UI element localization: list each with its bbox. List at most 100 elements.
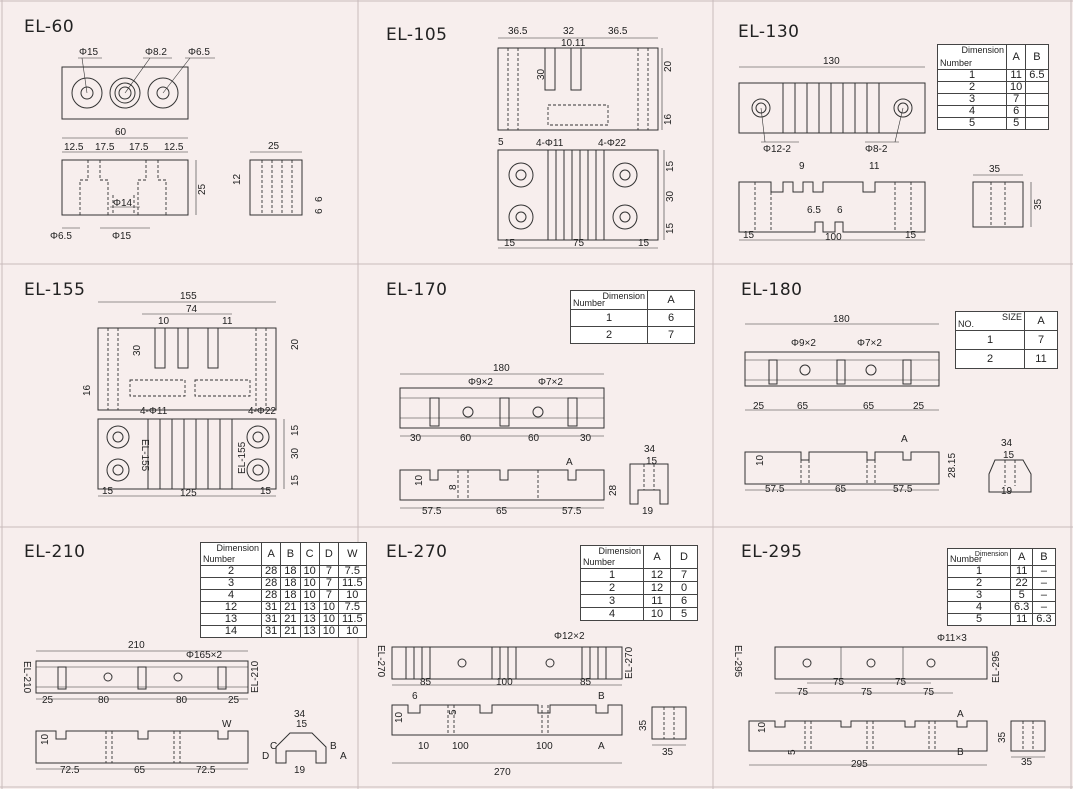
drawing-el105: 36.5 32 36.5 10.11 30 20 16 5 4-Φ11 4-Φ2…	[497, 26, 676, 249]
title-el170: EL-170	[386, 280, 448, 300]
el180-length: 180	[833, 314, 850, 325]
el60-side-h: 12	[232, 173, 243, 185]
el180-b3: 57.5	[893, 484, 913, 495]
el60-height: 25	[197, 183, 208, 195]
el105-d5: 5	[498, 137, 504, 148]
el180-end-19: 19	[1001, 486, 1013, 497]
title-el60: EL-60	[24, 17, 75, 37]
el60-hole-3: Φ6.5	[188, 47, 210, 58]
el210-b: B	[330, 741, 337, 752]
el180-seg-2: 65	[797, 401, 809, 412]
el295-seg-3: 75	[797, 687, 809, 698]
el155-length: 155	[180, 291, 197, 302]
el60-seg-1: 12.5	[64, 142, 84, 153]
el270-side-w: 35	[662, 747, 674, 758]
el155-b15a: 15	[102, 486, 114, 497]
el170-seg-3: 60	[528, 433, 540, 444]
el170-end-15: 15	[646, 456, 658, 467]
el130-side-w: 35	[989, 164, 1001, 175]
el155-b125: 125	[180, 488, 197, 499]
el130-table-h2: Number	[940, 58, 973, 68]
el295-mark-left: EL-295	[732, 645, 743, 678]
el270-a: A	[598, 741, 605, 752]
el170-seg-2: 60	[460, 433, 472, 444]
el60-inner: Φ14	[113, 198, 133, 209]
title-el130: EL-130	[738, 22, 800, 42]
drawing-el295: Φ11×3 EL-295 EL-295 75 75 75 75 75 A 10 …	[732, 633, 1046, 770]
el60-side-6a: 6	[314, 196, 325, 202]
title-el180: EL-180	[741, 280, 803, 300]
el270-seg-3: 85	[580, 677, 592, 688]
el295-side-h: 35	[997, 731, 1008, 743]
el60-side-width: 25	[268, 141, 280, 152]
el295-a: A	[957, 709, 964, 720]
el170-h2: Φ7×2	[538, 377, 563, 388]
el60-seg-4: 12.5	[164, 142, 184, 153]
el180-table-header: SIZE NO.	[955, 311, 1025, 331]
title-el105: EL-105	[386, 25, 448, 45]
drawing-el170: 180 Φ9×2 Φ7×2 30 60 60 30 10 8 A 28 57.5…	[399, 363, 669, 517]
el270-seg-2: 100	[496, 677, 513, 688]
drawing-el155: 155 74 10 11 30 20 16 4-Φ11 4-Φ22 EL-155…	[82, 291, 301, 499]
el130-length: 130	[823, 56, 840, 67]
el155-h2: 4-Φ22	[248, 406, 276, 417]
el170-h1: Φ9×2	[468, 377, 493, 388]
el210-a: A	[340, 751, 347, 762]
el105-b15a: 15	[504, 238, 516, 249]
el210-mark-left: EL-210	[21, 661, 32, 694]
el170-d8: 8	[448, 484, 459, 490]
el155-r30: 30	[290, 447, 301, 459]
el105-slot: 10.11	[561, 38, 586, 49]
el155-r15b: 15	[290, 474, 301, 486]
el60-seg-2: 17.5	[95, 142, 115, 153]
el130-h1: Φ12-2	[763, 144, 791, 155]
el155-r15a: 15	[290, 424, 301, 436]
el295-seg-1: 75	[833, 677, 845, 688]
el155-d74: 74	[186, 304, 198, 315]
el105-r15a: 15	[665, 160, 676, 172]
el210-c: C	[270, 741, 277, 752]
el180-end-15: 15	[1003, 450, 1015, 461]
el155-b15b: 15	[260, 486, 272, 497]
el295-side-w: 35	[1021, 757, 1033, 768]
el170-table-header: Dimension Number	[570, 290, 648, 310]
el170-length: 180	[493, 363, 510, 374]
el170-a: A	[566, 457, 573, 468]
el60-width: 60	[115, 127, 127, 138]
el170-b2: 65	[496, 506, 508, 517]
el130-b100: 100	[825, 232, 842, 243]
el180-seg-4: 25	[913, 401, 925, 412]
el60-seg-3: 17.5	[129, 142, 149, 153]
el295-seg-2: 75	[895, 677, 907, 688]
el295-seg-4: 75	[861, 687, 873, 698]
el270-h1: Φ12×2	[554, 631, 585, 642]
el130-d65: 6.5	[807, 205, 821, 216]
el270-d10b: 10	[418, 741, 430, 752]
drawing-el60: Φ15 Φ8.2 Φ6.5 60 12.5 17.5 17.5 12.5 25 …	[50, 47, 325, 242]
el105-h1: 4-Φ11	[536, 138, 564, 149]
el180-d10: 10	[755, 454, 766, 466]
el210-seg-4: 25	[228, 695, 240, 706]
el170-b1: 57.5	[422, 506, 442, 517]
el270-d6: 6	[412, 691, 418, 702]
title-el210: EL-210	[24, 542, 86, 562]
el270-d10a: 10	[394, 711, 405, 723]
drawing-el130: 130 Φ12-2 Φ8-2 9 11 6.5 6 15 100 15 35 3…	[738, 56, 1044, 243]
el295-mark-right: EL-295	[991, 650, 1002, 683]
el270-table-header: Dimension Number	[580, 545, 644, 569]
el210-w: W	[222, 719, 232, 730]
el155-d16: 16	[82, 384, 93, 396]
